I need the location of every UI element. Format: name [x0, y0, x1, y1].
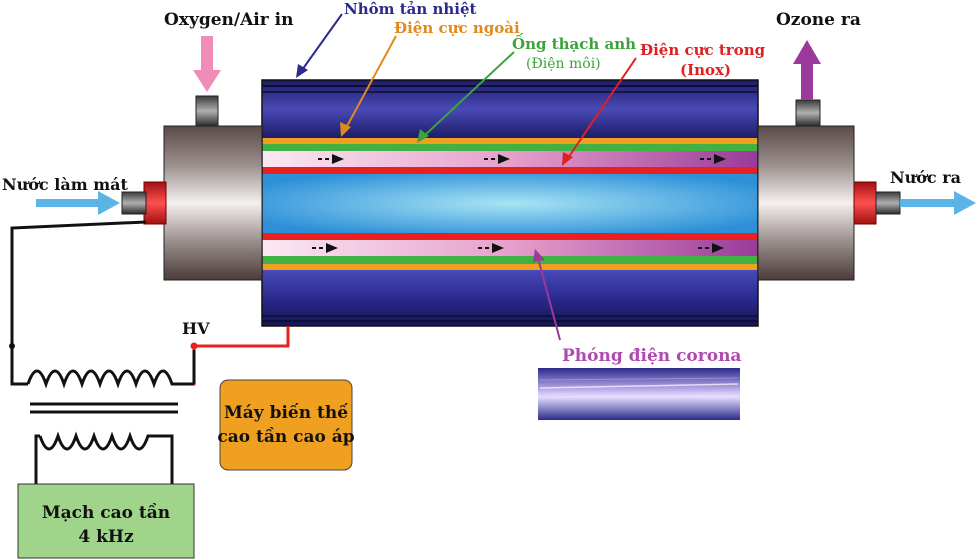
right-end-cap — [757, 99, 901, 281]
cooling-water-in-label: Nước làm mát — [2, 175, 128, 194]
hf-circuit-box: Mạch cao tần 4 kHz — [17, 483, 195, 559]
water-out-label: Nước ra — [890, 168, 961, 187]
inner-electrode-pointer — [562, 57, 637, 166]
oxygen-in-arrow — [193, 36, 221, 92]
corona-pointer — [533, 249, 561, 341]
oxygen-in-label: Oxygen/Air in — [164, 10, 293, 30]
inner-electrode-label: Điện cực trong — [640, 41, 766, 59]
ozone-out-label: Ozone ra — [776, 10, 861, 30]
cooling-water-core — [262, 174, 758, 233]
quartz-tube-label: Ống thạch anh — [512, 33, 636, 53]
outer-electrode-bottom — [262, 264, 758, 270]
discharge-gap-bottom — [262, 240, 758, 256]
transformer-label-box: Máy biến thế cao tần cao áp — [217, 379, 355, 471]
dielectric-label: (Điện môi) — [526, 56, 601, 72]
left-end-cap — [121, 95, 263, 281]
quartz-tube-bottom — [262, 256, 758, 264]
outer-electrode-label: Điện cực ngoài — [394, 19, 520, 37]
gas-flow-arrows — [312, 154, 726, 253]
circuit-label-line1: Mạch cao tần — [42, 503, 170, 523]
transformer-symbol — [26, 369, 180, 484]
hv-label: HV — [182, 319, 210, 338]
heat-sink-label: Nhôm tản nhiệt — [344, 0, 477, 18]
quartz-tube-top — [262, 144, 758, 151]
water-out-arrow — [900, 191, 976, 215]
heat-sink-pointer — [296, 13, 343, 78]
wiring — [9, 220, 290, 386]
corona-label: Phóng điện corona — [562, 346, 741, 366]
heat-sink-bottom — [262, 270, 758, 326]
transformer-label-line2: cao tần cao áp — [217, 427, 354, 447]
inner-electrode-top — [262, 167, 758, 174]
transformer-label-line1: Máy biến thế — [224, 403, 348, 423]
outer-electrode-pointer — [340, 35, 397, 137]
inner-electrode-bottom — [262, 233, 758, 240]
quartz-tube-pointer — [417, 51, 515, 143]
cooling-water-in-arrow — [36, 191, 120, 215]
circuit-label-line2: 4 kHz — [78, 527, 134, 547]
ozone-generator-body — [261, 79, 759, 327]
heat-sink-top — [262, 80, 758, 138]
inox-label: (Inox) — [680, 61, 731, 79]
corona-discharge-image — [538, 368, 740, 420]
outer-electrode-top — [262, 138, 758, 144]
ozone-out-arrow — [793, 40, 821, 100]
